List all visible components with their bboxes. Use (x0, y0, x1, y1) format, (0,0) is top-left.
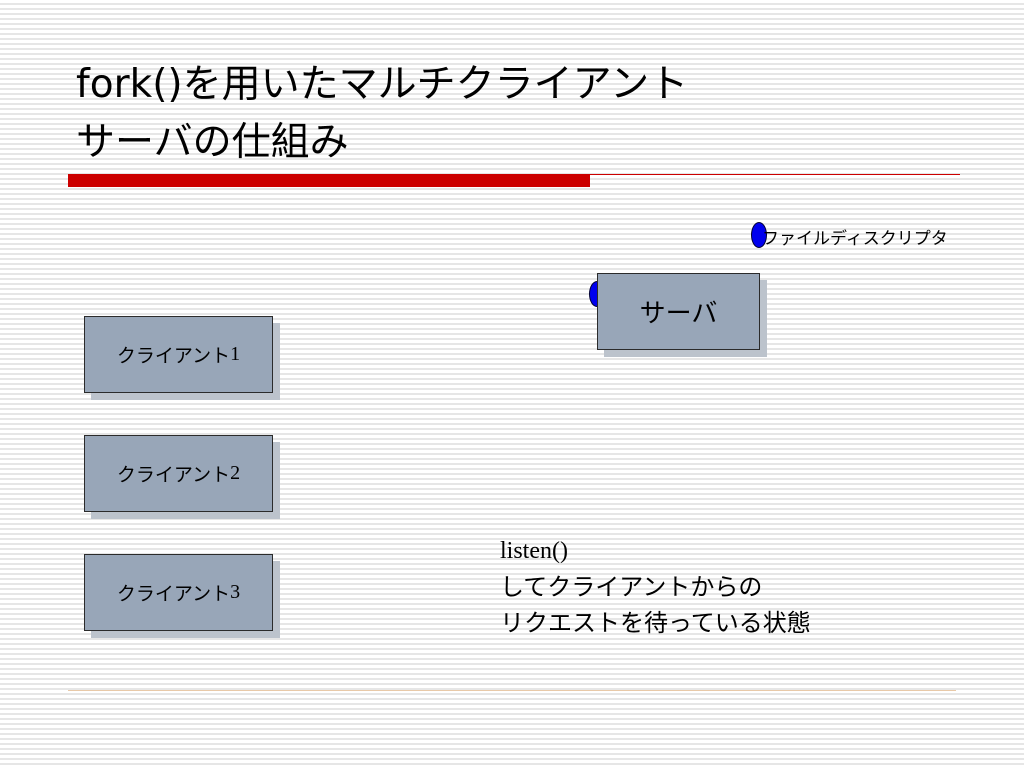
client-3-label: クライアント (116, 583, 231, 605)
client-2-label: クライアント (116, 464, 231, 486)
listen-state-note-line-2: リクエストを待っている状態 (500, 609, 811, 637)
server-label: サーバ (639, 299, 718, 329)
listen-state-note-line-1-rest: してクライアントからの (500, 573, 763, 601)
slide-title: fork()を用いたマルチクライアント サーバの仕組み (76, 56, 688, 172)
title-underline-thin (590, 174, 960, 175)
listen-call-text: listen() (500, 538, 568, 564)
client-2-number: 2 (230, 462, 241, 484)
listen-state-note-line-1: listen() してクライアントからの (500, 533, 811, 605)
client-1-number: 1 (230, 343, 241, 365)
slide-title-line-2: サーバの仕組み (76, 120, 349, 165)
client-3-number: 3 (230, 581, 241, 603)
listen-state-note: listen() してクライアントからの リクエストを待っている状態 (500, 533, 811, 641)
file-descriptor-legend-label: ファイルディスクリプタ (762, 229, 948, 249)
file-descriptor-legend-icon (751, 222, 767, 248)
slide-title-line-1: fork()を用いたマルチクライアント (76, 62, 689, 107)
footer-divider (68, 690, 956, 691)
title-underline-bar (68, 174, 590, 187)
client-1-label: クライアント (116, 345, 231, 367)
server-box: サーバ (597, 273, 760, 350)
